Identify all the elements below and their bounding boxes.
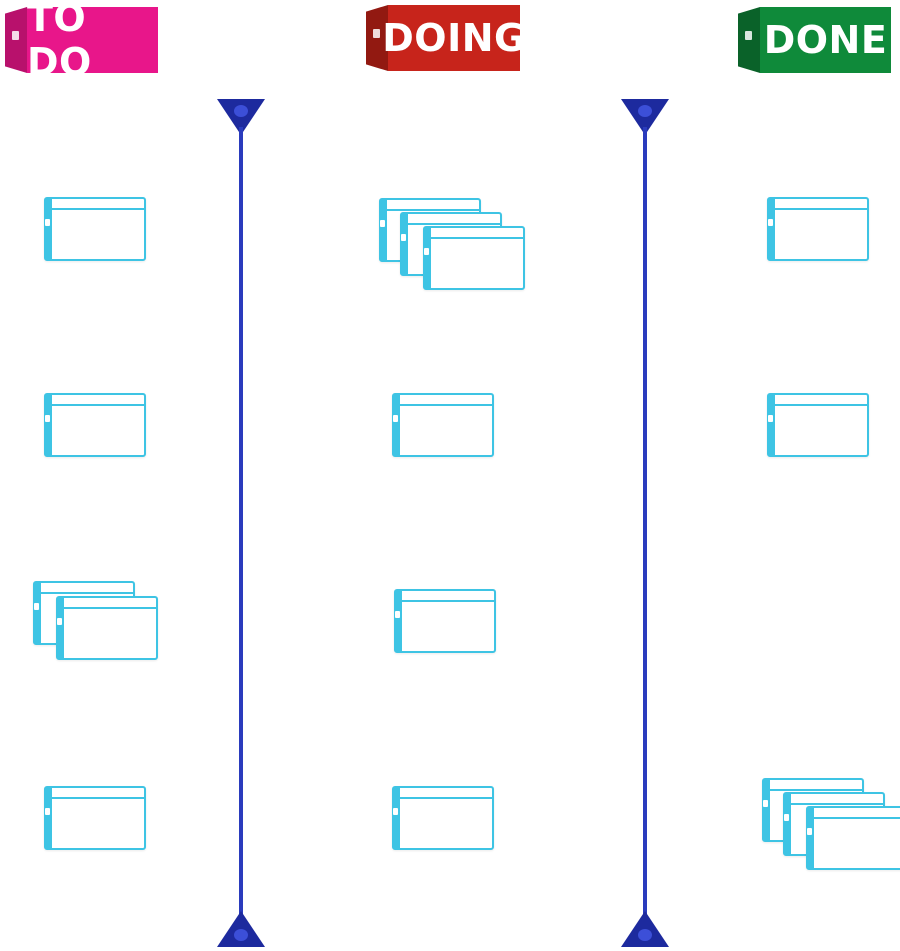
flag-fold: [5, 7, 27, 73]
column-title-todo: TO DO: [27, 0, 158, 84]
flag-fold: [366, 5, 388, 71]
task-card-doing-6[interactable]: [392, 786, 494, 850]
column-title-done: DONE: [760, 7, 891, 73]
task-card-doing-5[interactable]: [394, 589, 496, 653]
column-header-todo[interactable]: TO DO: [5, 0, 158, 84]
flag-fold: [738, 7, 760, 73]
column-divider-left: [217, 99, 267, 947]
column-header-done[interactable]: DONE: [738, 7, 891, 73]
task-card-todo-2[interactable]: [44, 393, 146, 457]
divider-string: [239, 127, 243, 919]
task-card-doing-3[interactable]: [423, 226, 525, 290]
task-card-done-5[interactable]: [806, 806, 900, 870]
column-divider-right: [621, 99, 671, 947]
task-card-todo-4[interactable]: [56, 596, 158, 660]
task-card-doing-4[interactable]: [392, 393, 494, 457]
task-card-todo-1[interactable]: [44, 197, 146, 261]
task-card-done-2[interactable]: [767, 393, 869, 457]
anchor-bottom-icon: [217, 911, 265, 947]
anchor-bottom-icon: [621, 911, 669, 947]
column-title-doing: DOING: [382, 5, 525, 71]
divider-string: [643, 127, 647, 919]
column-header-doing[interactable]: DOING: [366, 5, 525, 71]
task-card-done-1[interactable]: [767, 197, 869, 261]
task-card-todo-5[interactable]: [44, 786, 146, 850]
